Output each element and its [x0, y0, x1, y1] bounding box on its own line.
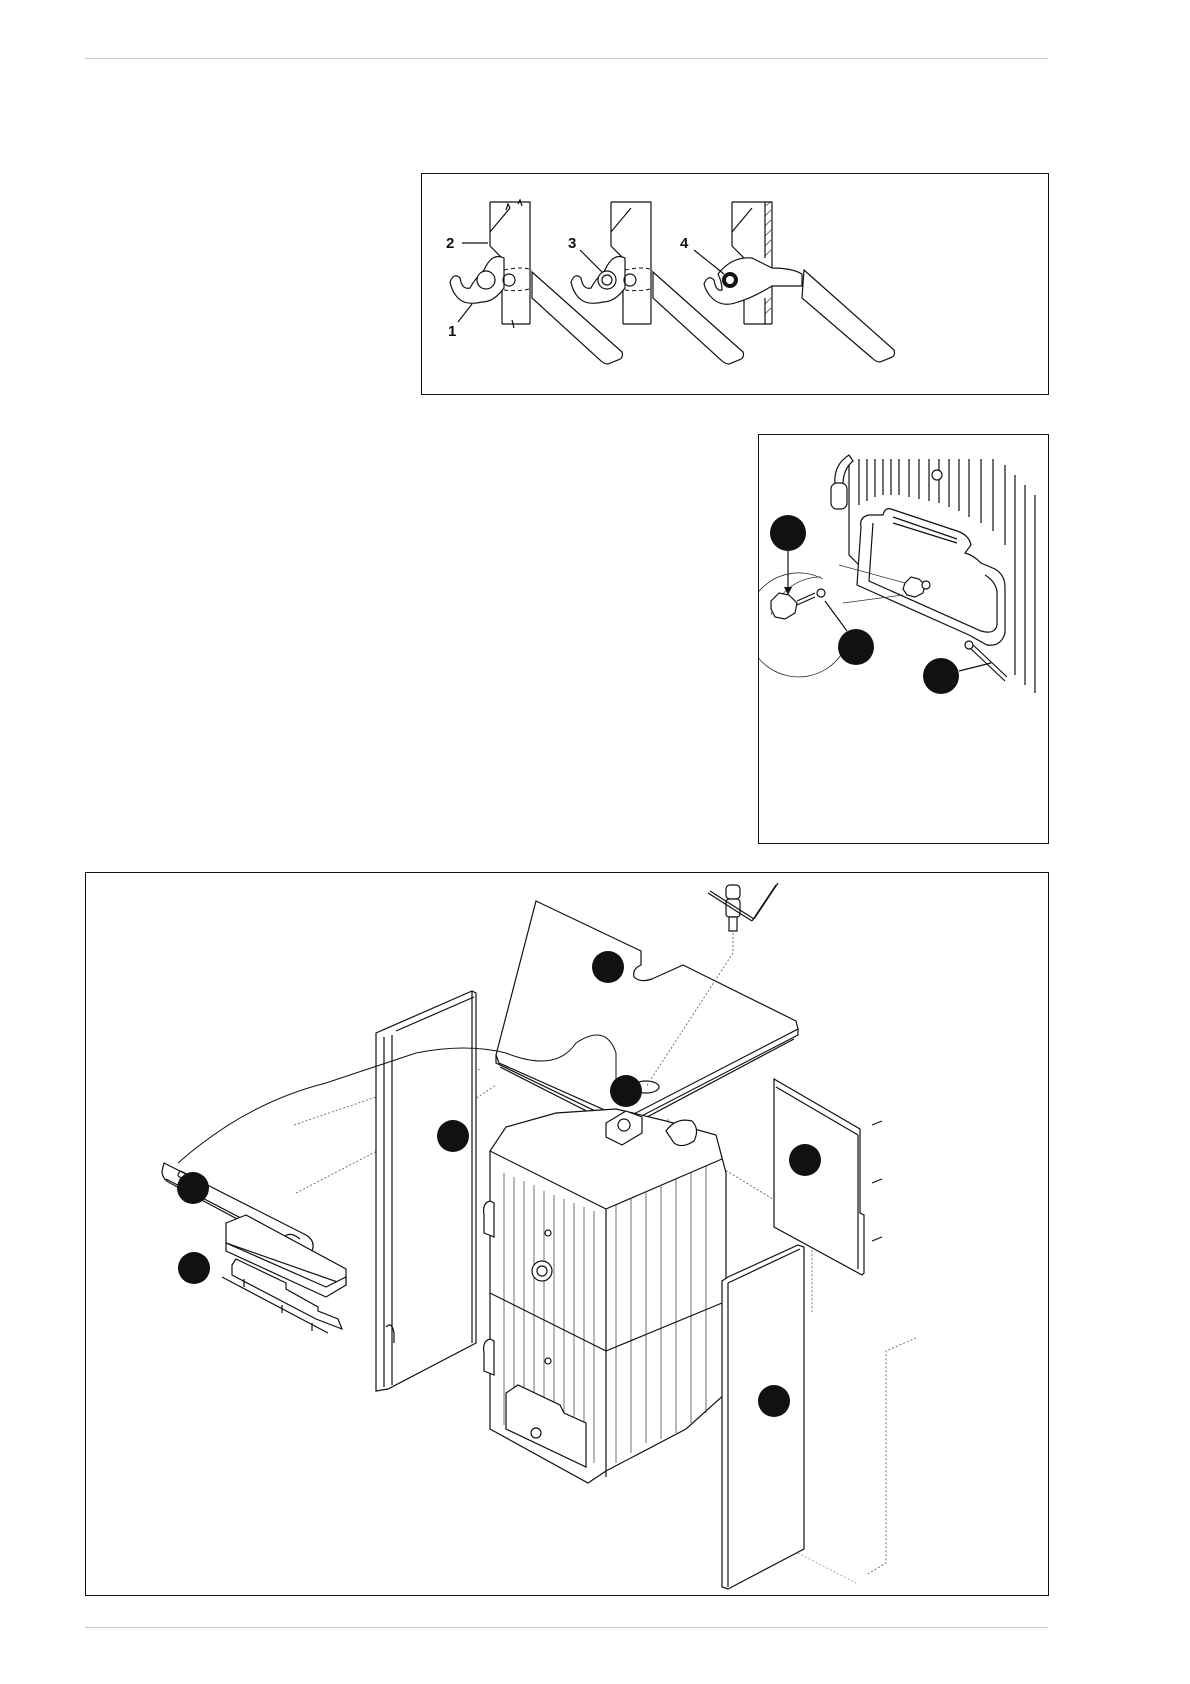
callout-rod-leader — [958, 662, 992, 672]
callout-4: 4 — [680, 235, 689, 252]
callout-washer-marker — [838, 629, 874, 665]
insulation-bracket — [178, 1214, 347, 1334]
cleaning-door-diagram — [759, 454, 1036, 694]
boiler-front-section — [830, 454, 1036, 693]
callout-3: 3 — [568, 235, 576, 252]
hinge-stage-1 — [449, 198, 624, 365]
footer-rule — [85, 1627, 1048, 1628]
callout-1: 1 — [448, 323, 456, 340]
callout-2: 2 — [446, 235, 454, 252]
figure-cleaning-door-detail — [758, 434, 1049, 844]
right-side-panel — [721, 1244, 805, 1590]
callout-4-leader — [693, 249, 725, 275]
probe-and-key — [645, 882, 779, 1088]
top-cover — [495, 900, 799, 1126]
callout-rod-marker — [923, 658, 959, 694]
hinge-stage-3 — [703, 201, 896, 363]
left-side-panel — [375, 990, 477, 1392]
detail-circle — [759, 572, 842, 678]
rear-panel — [773, 1077, 883, 1276]
callout-3-leader — [579, 249, 603, 273]
boiler-body — [483, 1075, 727, 1484]
header-rule — [85, 58, 1048, 59]
callout-1-leader — [457, 303, 473, 323]
figure-hinge-positions: 2 1 3 4 — [421, 173, 1049, 395]
knob-exploded — [770, 588, 826, 620]
callout-star-knob-marker — [770, 515, 806, 551]
hinge-diagram: 2 1 3 4 — [446, 198, 896, 365]
exploded-diagram — [161, 882, 917, 1590]
figure-casing-exploded-view — [85, 872, 1049, 1596]
hinge-stage-2 — [570, 201, 745, 365]
callout-washer-leader — [824, 600, 848, 632]
